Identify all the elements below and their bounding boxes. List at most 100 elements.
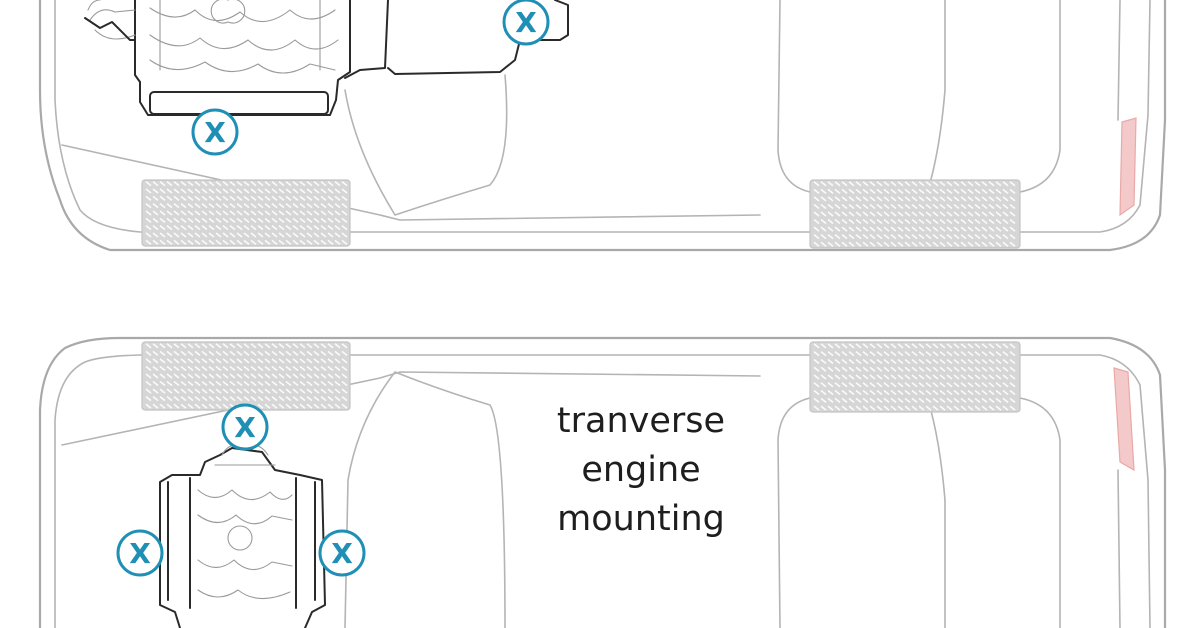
tire-tread-mark: [820, 218, 827, 225]
tire-tread-mark: [876, 382, 883, 388]
tire-tread-mark: [313, 217, 320, 223]
tire-tread-mark: [995, 218, 1002, 225]
tire-tread-mark: [215, 232, 222, 238]
tire-tread-mark: [974, 211, 981, 217]
tire-tread-mark: [271, 217, 278, 223]
tire-tread-mark: [876, 226, 883, 232]
tire-tread-mark: [946, 226, 953, 232]
tire-tread-mark: [981, 389, 988, 396]
tire-tread-mark: [166, 343, 173, 349]
tire-tread-mark: [925, 389, 932, 396]
tire-tread-mark: [953, 389, 960, 396]
tire-tread-mark: [897, 188, 904, 194]
tire-tread-mark: [820, 196, 827, 202]
tire-tread-mark: [278, 365, 285, 372]
tire-tread-mark: [208, 239, 215, 245]
tire-tread-mark: [974, 203, 981, 210]
tire-tread-mark: [201, 365, 208, 372]
tire-tread-mark: [841, 374, 848, 380]
tire-tread-mark: [187, 188, 194, 194]
tire-tread-mark: [848, 188, 855, 194]
tire-tread-mark: [911, 181, 918, 187]
tire-tread-mark: [243, 396, 250, 402]
tire-tread-mark: [306, 232, 313, 238]
tire-tread-mark: [911, 389, 918, 396]
tire-tread-mark: [967, 389, 974, 396]
tire-tread-mark: [320, 373, 327, 379]
top-rear-tire: [809, 179, 1021, 249]
tire-tread-mark: [967, 382, 974, 388]
tire-tread-mark: [813, 188, 820, 194]
tire-tread-mark: [299, 210, 306, 216]
tire-tread-mark: [306, 365, 313, 372]
tire-tread-mark: [215, 181, 222, 187]
tire-tread-mark: [897, 218, 904, 225]
tire-tread-mark: [173, 239, 180, 245]
tire-tread-mark: [932, 397, 939, 403]
tire-tread-mark: [897, 374, 904, 380]
tire-tread-mark: [257, 343, 264, 349]
tire-tread-mark: [187, 365, 194, 372]
tire-tread-mark: [813, 382, 820, 388]
tire-tread-mark: [869, 211, 876, 217]
tire-tread-mark: [334, 195, 341, 201]
tire-tread-mark: [988, 241, 995, 247]
tire-tread-mark: [1009, 234, 1016, 240]
tire-tread-mark: [953, 351, 960, 357]
tire-tread-mark: [187, 210, 194, 216]
tire-tread-mark: [904, 389, 911, 396]
tire-tread-mark: [152, 217, 159, 223]
tire-tread-mark: [341, 217, 348, 223]
tire-tread-mark: [925, 181, 932, 187]
tire-tread-mark: [222, 350, 229, 356]
tire-tread-mark: [967, 358, 974, 365]
tire-tread-mark: [306, 210, 313, 216]
tire-tread-mark: [974, 196, 981, 202]
tire-tread-mark: [813, 226, 820, 232]
tire-tread-mark: [953, 366, 960, 372]
tire-tread-mark: [250, 365, 257, 372]
tire-tread-mark: [299, 388, 306, 394]
tire-tread-mark: [222, 195, 229, 201]
tire-tread-mark: [243, 210, 250, 216]
tire-tread-mark: [229, 181, 236, 187]
tire-tread-mark: [820, 366, 827, 372]
tire-tread-mark: [222, 225, 229, 231]
tire-tread-mark: [215, 210, 222, 216]
tire-tread-mark: [327, 232, 334, 238]
top-vehicle-windshield: [344, 74, 508, 216]
tire-tread-mark: [320, 217, 327, 223]
tire-tread-mark: [820, 181, 827, 187]
tire-tread-mark: [869, 188, 876, 194]
tire-tread-mark: [932, 343, 939, 349]
tire-tread-mark: [152, 403, 159, 409]
tire-tread-mark: [890, 211, 897, 217]
tire-tread-mark: [306, 350, 313, 356]
tire-tread-mark: [988, 366, 995, 372]
tire-tread-mark: [145, 358, 152, 364]
tire-tread-mark: [925, 203, 932, 210]
tire-tread-mark: [960, 181, 967, 187]
tire-tread-mark: [841, 218, 848, 225]
caption-line-1: tranverse: [557, 401, 725, 441]
tire-tread-mark: [250, 239, 257, 245]
tire-tread-mark: [960, 382, 967, 388]
tire-tread-mark: [180, 217, 187, 223]
tire-tread-mark: [159, 403, 166, 409]
tire-tread-mark: [327, 343, 334, 349]
tire-tread-mark: [313, 403, 320, 409]
tire-tread-mark: [967, 218, 974, 225]
top-vehicle-inner-line: [54, 0, 1151, 233]
tire-tread-mark: [278, 217, 285, 223]
tire-tread-mark: [1002, 382, 1009, 388]
tire-tread-mark: [813, 358, 820, 365]
tire-tread-mark: [173, 217, 180, 223]
tire-tread-mark: [278, 203, 285, 209]
tire-tread-mark: [974, 181, 981, 187]
tire-tread-mark: [883, 358, 890, 365]
tire-tread-mark: [187, 350, 194, 356]
tire-tread-mark: [208, 195, 215, 201]
tire-tread-mark: [883, 181, 890, 187]
top-engine-accessory-outline: [84, 17, 136, 41]
tire-tread-mark: [215, 203, 222, 209]
